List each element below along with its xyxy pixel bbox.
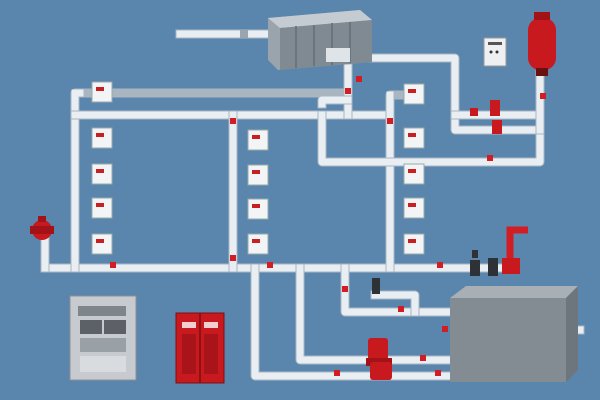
valve-icon[interactable] — [356, 76, 362, 82]
valve-icon[interactable] — [398, 306, 404, 312]
fire-hydrant-box-icon[interactable] — [403, 163, 425, 185]
valve-icon[interactable] — [334, 370, 340, 376]
valve-icon[interactable] — [387, 118, 393, 124]
ground-water-tank-icon[interactable] — [450, 286, 578, 382]
valve-group — [110, 30, 546, 376]
fire-hydrant-box-icon[interactable] — [403, 83, 425, 105]
valve-icon[interactable] — [240, 30, 248, 38]
fire-hydrant-box-icon[interactable] — [91, 163, 113, 185]
valve-icon[interactable] — [470, 250, 480, 276]
fire-pump-icon[interactable] — [366, 338, 392, 380]
valve-icon[interactable] — [230, 255, 236, 261]
valve-icon[interactable] — [435, 370, 441, 376]
fire-alarm-control-panel-icon[interactable] — [69, 295, 137, 381]
hydrant-box-group — [91, 81, 425, 255]
valve-icon[interactable] — [442, 326, 448, 332]
valve-icon[interactable] — [420, 355, 426, 361]
fire-hydrant-box-icon[interactable] — [91, 197, 113, 219]
fire-hydrant-box-icon[interactable] — [247, 233, 269, 255]
fire-hydrant-box-icon[interactable] — [91, 127, 113, 149]
valve-icon[interactable] — [342, 286, 348, 292]
fire-hydrant-box-icon[interactable] — [91, 233, 113, 255]
valve-icon[interactable] — [345, 88, 351, 94]
control-box-icon[interactable] — [483, 37, 507, 67]
valve-icon[interactable] — [488, 258, 498, 276]
valve-icon[interactable] — [540, 93, 546, 99]
fire-hydrant-box-icon[interactable] — [403, 127, 425, 149]
fire-hydrant-box-icon[interactable] — [403, 197, 425, 219]
fire-pump-icon[interactable] — [470, 100, 502, 134]
valve-icon[interactable] — [230, 118, 236, 124]
main-line-valve-group — [470, 250, 520, 276]
valve-icon[interactable] — [110, 262, 116, 268]
pump-adapter-icon[interactable] — [30, 216, 54, 240]
fire-hydrant-box-icon[interactable] — [247, 129, 269, 151]
valve-icon[interactable] — [267, 262, 273, 268]
fire-hydrant-box-icon[interactable] — [403, 233, 425, 255]
pump-control-cabinet-icon[interactable] — [175, 312, 225, 384]
valve-icon[interactable] — [437, 262, 443, 268]
fire-hydrant-box-icon[interactable] — [247, 198, 269, 220]
fire-hydrant-box-icon[interactable] — [247, 164, 269, 186]
pressure-tank-icon[interactable] — [528, 12, 556, 76]
roof-water-tank-icon[interactable] — [268, 10, 372, 70]
fire-hydrant-box-icon[interactable] — [91, 81, 113, 103]
valve-icon[interactable] — [372, 278, 380, 294]
valve-icon[interactable] — [487, 155, 493, 161]
